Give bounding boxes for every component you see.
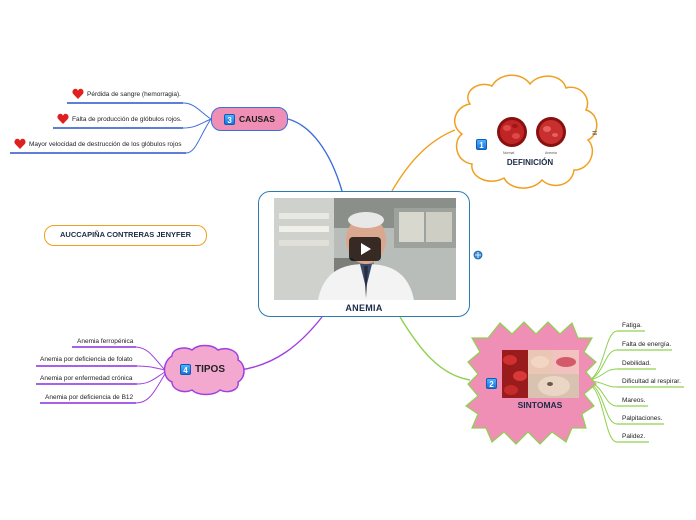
sintoma-item-6[interactable]: Palpitaciones. (622, 415, 663, 422)
play-button[interactable] (349, 237, 381, 261)
sintoma-item-5[interactable]: Mareos. (622, 397, 646, 404)
sintoma-item-1[interactable]: Fatiga. (622, 322, 642, 329)
author-node[interactable]: AUCCAPIÑA CONTRERAS JENYFER (44, 225, 207, 246)
tipos-node[interactable]: 4 TIPOS (180, 364, 225, 375)
causa-item-1[interactable]: Pérdida de sangre (hemorragia). (87, 91, 181, 98)
number-badge-4: 4 (180, 364, 191, 375)
sintoma-item-7[interactable]: Palidez. (622, 433, 646, 440)
play-icon (361, 243, 371, 255)
image-caption-normal: Normal (503, 151, 515, 155)
heart-icon (14, 138, 26, 149)
heart-icon (72, 88, 84, 99)
number-badge-1: 1 (476, 135, 487, 153)
center-topic-anemia[interactable]: ANEMIA (258, 191, 470, 317)
definicion-label: DEFINICIÓN (506, 158, 554, 167)
tipos-label: TIPOS (195, 364, 226, 375)
number-badge-2: 2 (486, 374, 497, 392)
sintomas-label: SINTOMAS (517, 400, 563, 410)
sintoma-item-4[interactable]: Dificultad al respirar. (622, 378, 681, 385)
sintoma-item-2[interactable]: Falta de energía. (622, 341, 672, 348)
sintomas-image (502, 350, 579, 398)
video-thumbnail[interactable] (274, 198, 456, 300)
menu-lines-icon[interactable]: ≡ (592, 128, 598, 138)
definicion-images (496, 116, 568, 161)
blood-cells-image (497, 117, 566, 147)
tipos-cloud-shape[interactable] (163, 344, 245, 396)
causas-node[interactable]: 3 CAUSAS (211, 107, 288, 131)
tipo-item-2[interactable]: Anemia por deficiencia de folato (40, 356, 133, 363)
causas-label: CAUSAS (239, 114, 275, 124)
heart-icon (57, 113, 69, 124)
causa-item-3[interactable]: Mayor velocidad de destrucción de los gl… (29, 141, 182, 148)
tipo-item-1[interactable]: Anemia ferropénica (77, 338, 134, 345)
tipo-item-3[interactable]: Anemia por enfermedad crónica (40, 375, 133, 382)
center-title: ANEMIA (345, 303, 383, 313)
tipo-item-4[interactable]: Anemia por deficiencia de B12 (45, 394, 134, 401)
sintoma-item-3[interactable]: Debilidad. (622, 360, 651, 367)
causa-item-2[interactable]: Falta de producción de glóbulos rojos. (72, 116, 182, 123)
image-caption-anemia: Anemia (545, 151, 557, 155)
number-badge-3: 3 (224, 113, 236, 125)
